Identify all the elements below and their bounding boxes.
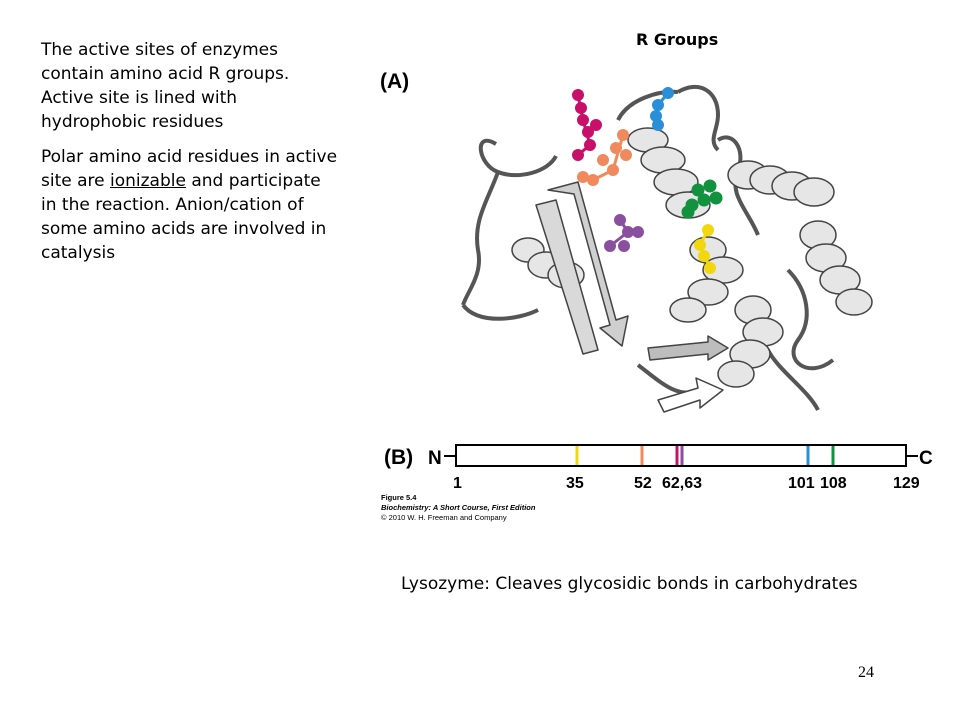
lysozyme-figure: (A)	[380, 70, 933, 522]
para2-end: and participate in the reaction. Anion/c…	[41, 171, 327, 263]
position-35: 35	[566, 475, 584, 492]
credit-copyright: © 2010 W. H. Freeman and Company	[381, 513, 507, 522]
c-terminus-label: C	[919, 448, 933, 469]
ionizable-underlined: ionizable	[110, 171, 186, 191]
r-group-yellow	[694, 224, 716, 274]
r-group-purple	[604, 214, 644, 252]
position-108: 108	[820, 475, 847, 492]
position-52: 52	[634, 475, 652, 492]
r-groups-heading: R Groups	[636, 30, 719, 49]
r-group-green	[681, 179, 723, 219]
paragraph-polar-residues: Polar amino acid residues in active site…	[41, 145, 341, 265]
credit-book-title: Biochemistry: A Short Course, First Edit…	[381, 503, 536, 512]
position-101: 101	[788, 475, 815, 492]
page-number: 24	[858, 664, 874, 681]
r-group-orange	[577, 129, 632, 186]
position-62-63: 62,63	[662, 475, 702, 492]
position-129: 129	[893, 475, 920, 492]
lysozyme-caption: Lysozyme: Cleaves glycosidic bonds in ca…	[401, 574, 858, 594]
r-group-blue	[650, 87, 674, 131]
panel-a-label: (A)	[380, 70, 409, 93]
panel-b-label: (B)	[384, 446, 413, 469]
credit-figure-number: Figure 5.4	[381, 493, 417, 502]
para2-start: Polar amino acid residues in active site…	[41, 147, 338, 191]
position-1: 1	[453, 475, 462, 492]
protein-ribbon-diagram	[461, 85, 873, 413]
n-terminus-label: N	[428, 448, 442, 469]
r-group-magenta	[572, 89, 602, 161]
paragraph-active-sites: The active sites of enzymes contain amin…	[41, 40, 290, 132]
